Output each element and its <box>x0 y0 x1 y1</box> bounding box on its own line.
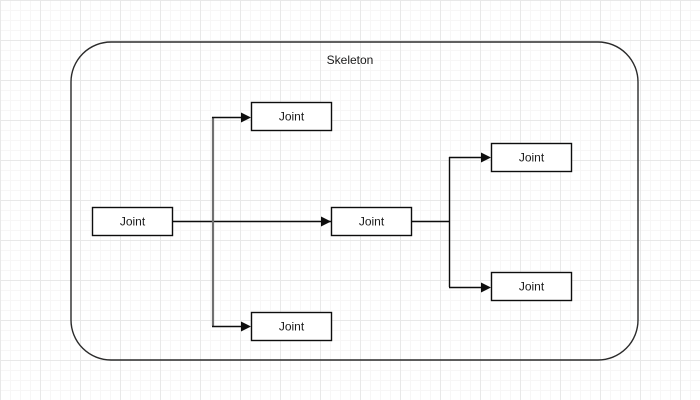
skeleton-group-label: Skeleton <box>327 53 374 67</box>
node-box[interactable] <box>91 206 174 237</box>
arrowhead-branch-bot-icon <box>241 321 251 332</box>
node-joint-branch-bot[interactable]: Joint <box>250 311 333 342</box>
node-joint-leaf-top[interactable]: Joint <box>490 142 573 173</box>
node-joint-branch-mid[interactable]: Joint <box>330 206 413 237</box>
node-label: Joint <box>519 151 545 165</box>
node-label: Joint <box>519 280 545 294</box>
node-box[interactable] <box>330 206 413 237</box>
node-joint-leaf-bot[interactable]: Joint <box>490 271 573 302</box>
arrowhead-branch-top-icon <box>241 112 251 123</box>
node-joint-root[interactable]: Joint <box>91 206 174 237</box>
arrowhead-leaf-bot-icon <box>481 282 491 293</box>
node-label: Joint <box>359 215 385 229</box>
node-box[interactable] <box>250 101 333 132</box>
skeleton-group-container[interactable] <box>70 41 639 361</box>
node-box[interactable] <box>490 271 573 302</box>
arrowhead-branch-mid-icon <box>321 216 331 227</box>
arrowhead-leaf-top-icon <box>481 152 491 163</box>
node-joint-branch-top[interactable]: Joint <box>250 101 333 132</box>
node-label: Joint <box>279 320 305 334</box>
node-box[interactable] <box>250 311 333 342</box>
node-label: Joint <box>279 110 305 124</box>
node-label: Joint <box>120 215 146 229</box>
node-box[interactable] <box>490 142 573 173</box>
